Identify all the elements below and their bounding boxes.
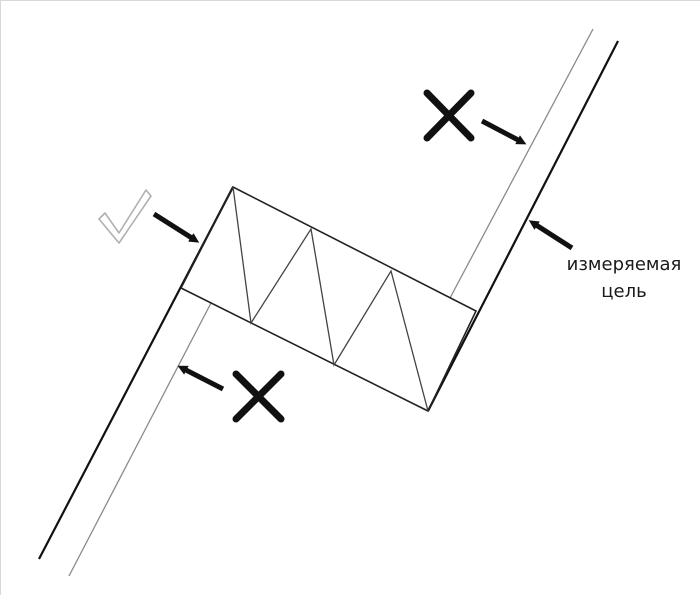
measured-target-label-line1: измеряемая (566, 254, 682, 275)
check-icon (98, 189, 152, 244)
flag-channel (179, 185, 478, 413)
arrow-icon (528, 220, 574, 251)
arrow-icon (480, 118, 527, 145)
arrow-icon (177, 365, 225, 392)
cross-icon (423, 89, 475, 142)
flag-zigzag (232, 186, 429, 412)
measured-target-label-line2: цель (601, 281, 647, 302)
arrow-icon (152, 211, 200, 243)
upper-thin-line (449, 28, 594, 299)
measured-target-label: измеряемая цель (549, 251, 699, 305)
upper-trend-line (427, 40, 619, 412)
cross-icon (232, 370, 285, 423)
lower-thin-line (68, 302, 212, 577)
